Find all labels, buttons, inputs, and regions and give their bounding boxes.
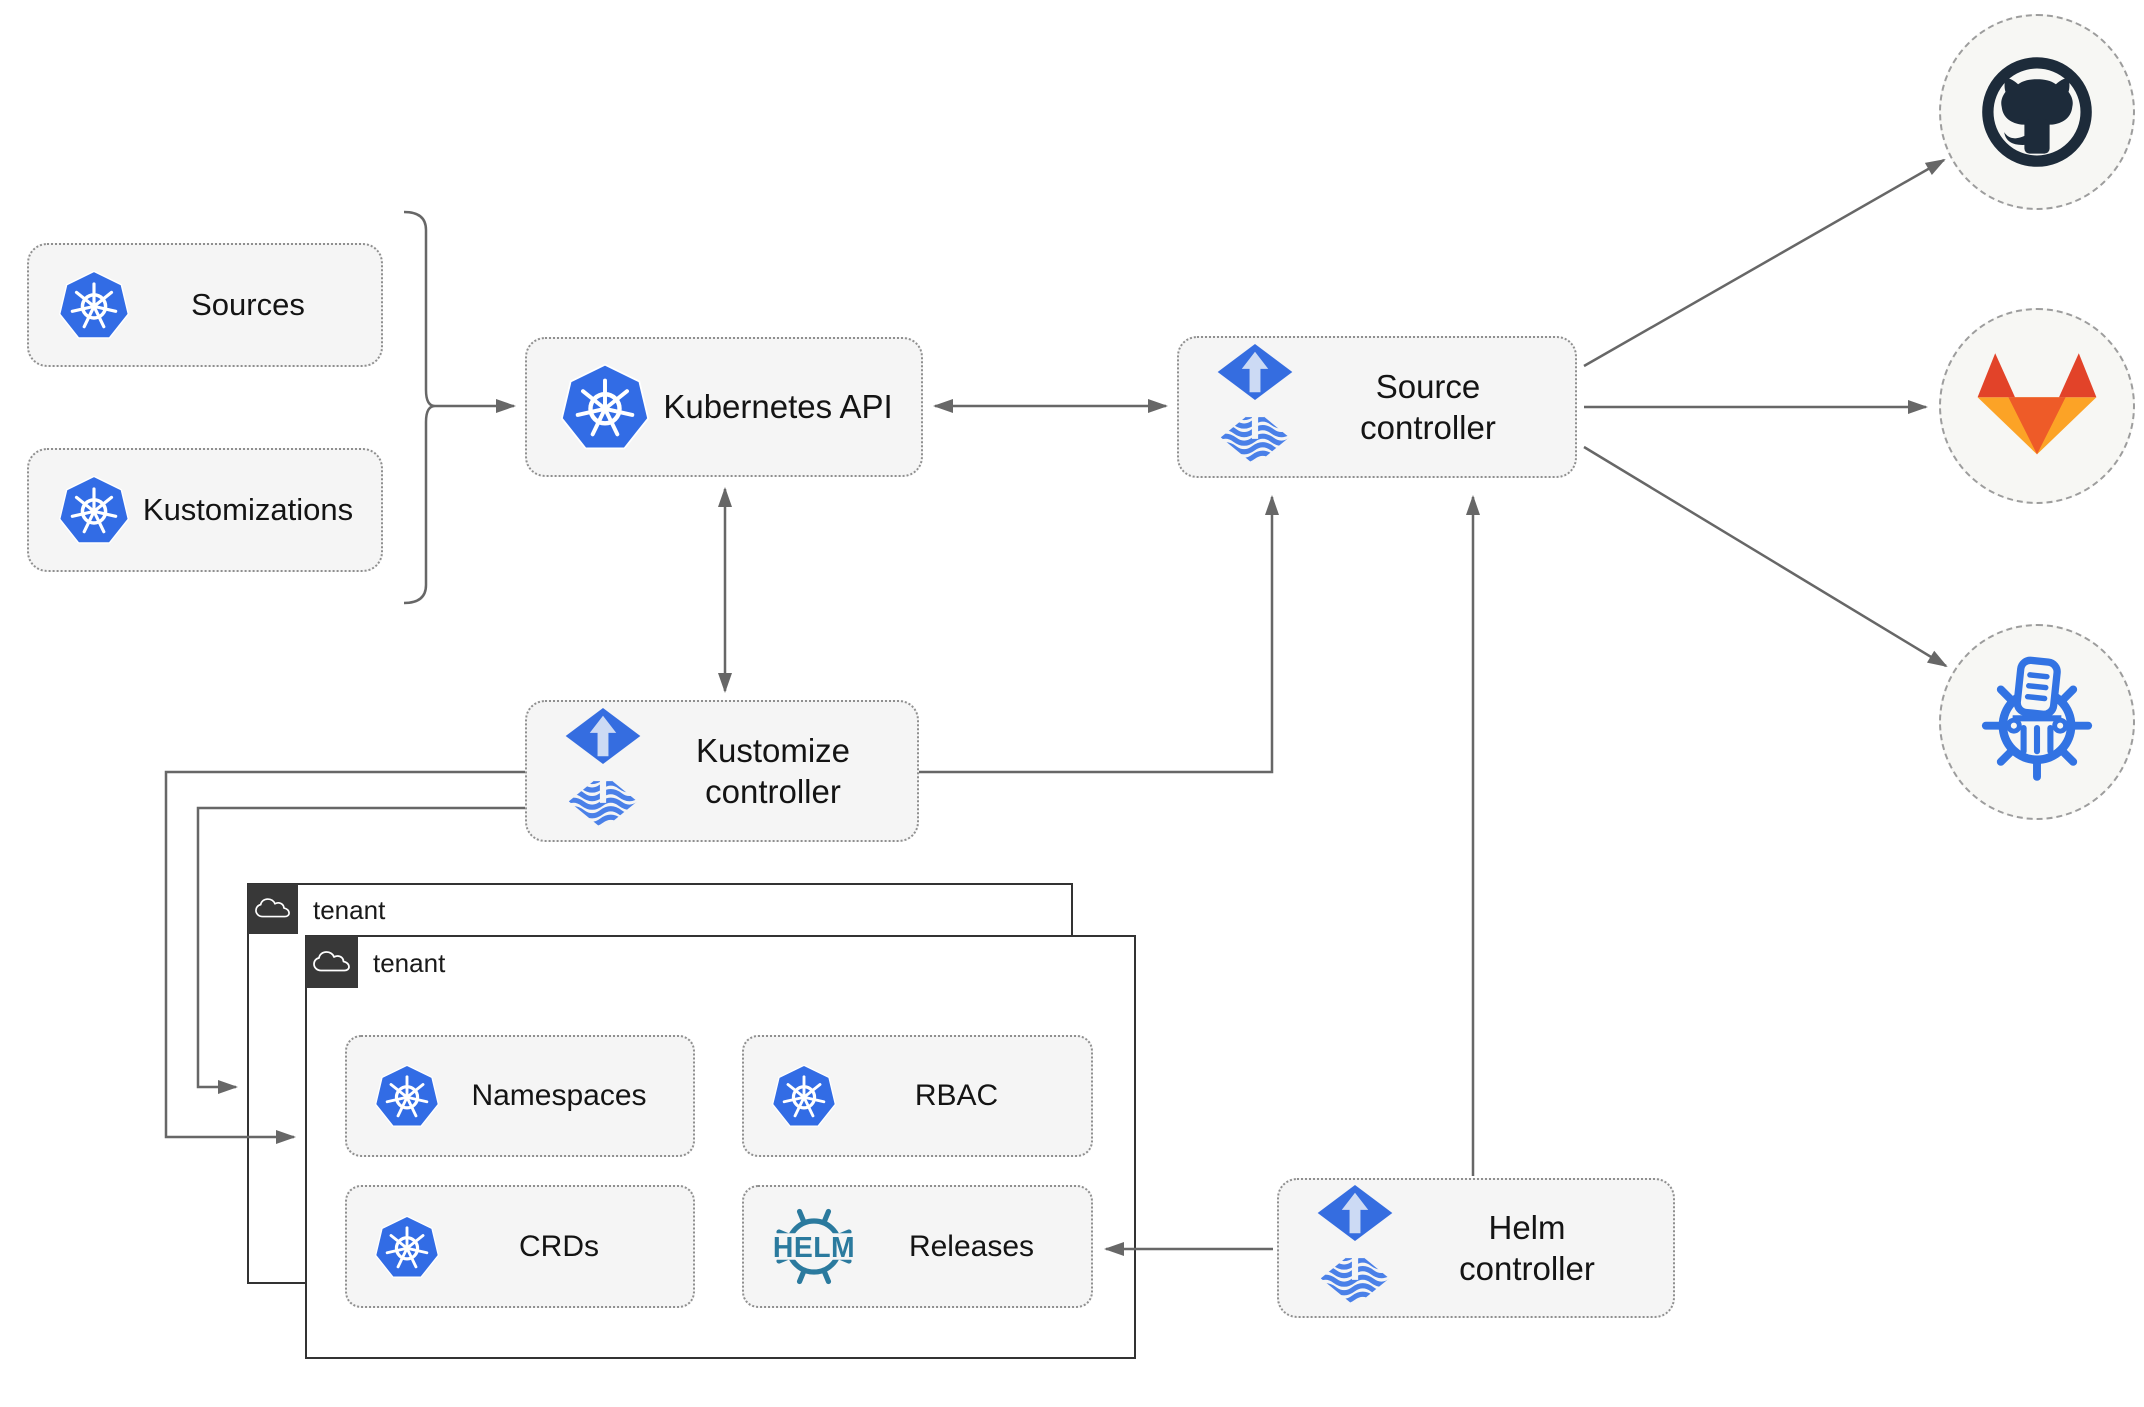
tenant-front-header <box>306 936 358 988</box>
helm-icon: HELM <box>762 1199 866 1294</box>
node-releases-label: Releases <box>908 1229 1035 1263</box>
node-crds: CRDs <box>345 1185 695 1308</box>
edge-kustomize-source <box>919 495 1279 774</box>
node-kubernetes-api: Kubernetes API <box>525 337 923 477</box>
tenant-front-label: tenant <box>373 947 446 978</box>
node-rbac-label: RBAC <box>914 1079 999 1113</box>
bracket <box>403 210 436 605</box>
node-rbac: RBAC <box>742 1035 1093 1157</box>
node-namespaces-label: Namespaces <box>471 1079 647 1113</box>
node-sources-label: Sources <box>191 286 305 322</box>
node-namespaces: Namespaces <box>345 1035 695 1157</box>
helm-logo-text: HELM <box>773 1232 855 1264</box>
flux-icon <box>563 708 643 834</box>
chartmuseum-icon <box>1976 655 2098 789</box>
kubernetes-icon <box>561 363 649 451</box>
node-sources: Sources <box>27 243 383 367</box>
node-source-controller-label: Source controller <box>1360 367 1496 446</box>
cloud-icon <box>313 950 350 971</box>
node-kustomize-controller: Kustomize controller <box>525 700 919 842</box>
node-kustomizations-label: Kustomizations <box>142 491 354 527</box>
kubernetes-icon <box>772 1064 836 1128</box>
edge-source-github <box>1583 158 1946 368</box>
node-releases: HELM Releases <box>742 1185 1093 1308</box>
node-crds-label: CRDs <box>519 1229 599 1263</box>
flux-icon <box>1215 344 1295 470</box>
tenant-back-header <box>248 884 298 934</box>
node-source-controller: Source controller <box>1177 336 1577 478</box>
kubernetes-icon <box>375 1064 439 1128</box>
node-helm-controller: Helm controller <box>1277 1178 1675 1318</box>
kubernetes-icon <box>59 475 129 545</box>
flux-icon <box>1315 1185 1395 1311</box>
endpoint-chart-repository <box>1939 624 2135 820</box>
endpoint-github <box>1939 14 2135 210</box>
node-kustomize-controller-label: Kustomize controller <box>695 731 851 810</box>
cloud-icon <box>255 898 290 918</box>
edge-source-chartrepo <box>1583 445 1948 668</box>
tenant-back-label: tenant <box>313 894 386 925</box>
kubernetes-icon <box>59 270 129 340</box>
kubernetes-icon <box>375 1214 439 1279</box>
github-icon <box>1974 49 2100 175</box>
node-kustomizations: Kustomizations <box>27 448 383 572</box>
gitlab-icon <box>1977 353 2097 455</box>
endpoint-gitlab <box>1939 308 2135 504</box>
node-helm-controller-label: Helm controller <box>1459 1208 1595 1287</box>
node-kubernetes-api-label: Kubernetes API <box>663 388 893 426</box>
